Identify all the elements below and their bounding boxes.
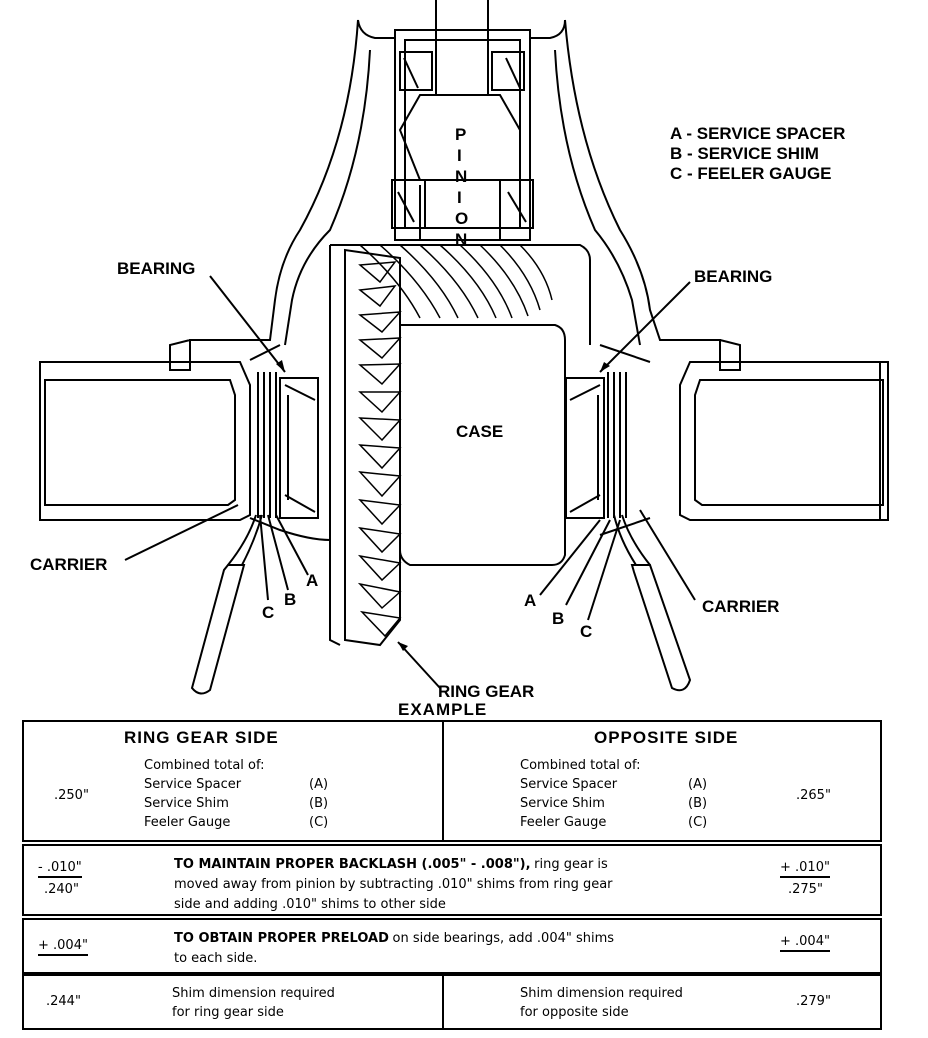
left-axle-tube: [39, 361, 251, 521]
backlash-left-adjust: - .010": [38, 860, 82, 878]
ring-side-code-1: (A): [309, 777, 329, 792]
preload-text-1: on side bearings, add .004" shims: [392, 931, 615, 946]
b-left-label: B: [284, 590, 296, 609]
right-axle-tube: [679, 361, 889, 521]
svg-text:I: I: [457, 188, 462, 207]
svg-text:N: N: [455, 167, 467, 186]
backlash-box: - .010" .240" TO MAINTAIN PROPER BACKLAS…: [22, 844, 882, 916]
shim-table-header-box: RING GEAR SIDE .250" Combined total of: …: [22, 720, 882, 842]
c-left-leader: [259, 514, 269, 601]
c-right-leader: [587, 519, 621, 621]
svg-text:O: O: [455, 209, 468, 228]
ring-side-value: .250": [54, 788, 89, 803]
ring-side-intro: Combined total of:: [144, 758, 265, 773]
opposite-side-code-2: (B): [688, 796, 708, 811]
bearing-left-leader: [209, 275, 286, 373]
pinion-label: P I N I O N: [455, 125, 468, 249]
outer-housing: [169, 19, 741, 371]
legend-a: A - SERVICE SPACER: [670, 124, 845, 143]
svg-text:N: N: [455, 230, 467, 249]
opposite-side-item-1: Service Spacer: [520, 777, 618, 792]
backlash-text-2: moved away from pinion by subtracting .0…: [174, 877, 613, 892]
bearing-left-label: BEARING: [117, 259, 195, 278]
backlash-right-result: .275": [788, 882, 823, 897]
pinion-shaft: [435, 0, 489, 95]
carrier-right-label: CARRIER: [702, 597, 779, 616]
left-feeler-gauge: [227, 514, 263, 566]
svg-text:P: P: [455, 125, 466, 144]
left-side-bearing: [279, 377, 319, 519]
backlash-right-adjust: + .010": [780, 860, 830, 878]
opposite-side-item-2: Service Shim: [520, 796, 605, 811]
b-right-label: B: [552, 609, 564, 628]
example-label: EXAMPLE: [398, 700, 488, 719]
backlash-text-3: side and adding .010" shims to other sid…: [174, 897, 446, 912]
opposite-side-code-1: (A): [688, 777, 708, 792]
a-right-label: A: [524, 591, 536, 610]
svg-text:I: I: [457, 146, 462, 165]
ring-side-code-2: (B): [309, 796, 329, 811]
result-left-text-1: Shim dimension required: [172, 986, 335, 1001]
result-right-text-1: Shim dimension required: [520, 986, 683, 1001]
backlash-caps: TO MAINTAIN PROPER BACKLASH (.005" - .00…: [174, 857, 531, 872]
result-right-text-2: for opposite side: [520, 1005, 629, 1020]
ring-side-item-1: Service Spacer: [144, 777, 242, 792]
opposite-side-value: .265": [796, 788, 831, 803]
b-right-leader: [565, 519, 611, 606]
carrier-right-leader: [639, 509, 696, 601]
ring-gear-side-header: RING GEAR SIDE: [124, 728, 279, 747]
ring-side-item-2: Service Shim: [144, 796, 229, 811]
bearing-right-leader: [599, 281, 691, 373]
right-feeler-gauge: [613, 514, 651, 566]
ring-gear-teeth: [357, 261, 402, 638]
result-box: .244" Shim dimension required for ring g…: [22, 974, 882, 1030]
opposite-side-header: OPPOSITE SIDE: [594, 728, 739, 747]
backlash-left-result: .240": [44, 882, 79, 897]
c-right-label: C: [580, 622, 592, 641]
bearing-right-label: BEARING: [694, 267, 772, 286]
result-left-text-2: for ring gear side: [172, 1005, 284, 1020]
result-left-value: .244": [46, 994, 81, 1009]
differential-case: [399, 324, 566, 566]
result-right-value: .279": [796, 994, 831, 1009]
preload-left-adjust: + .004": [38, 938, 88, 956]
opposite-side-code-3: (C): [688, 815, 708, 830]
opposite-side-intro: Combined total of:: [520, 758, 641, 773]
legend-b: B - SERVICE SHIM: [670, 144, 819, 163]
a-right-leader: [539, 519, 601, 596]
a-left-label: A: [306, 571, 318, 590]
ring-side-code-3: (C): [309, 815, 329, 830]
pinion-gear-teeth: [359, 244, 553, 319]
differential-diagram: A - SERVICE SPACER B - SERVICE SHIM C - …: [30, 0, 889, 701]
preload-box: + .004" TO OBTAIN PROPER PRELOAD on side…: [22, 918, 882, 974]
backlash-text: TO MAINTAIN PROPER BACKLASH (.005" - .00…: [174, 854, 734, 914]
backlash-text-1: ring gear is: [534, 857, 608, 872]
pinion-body: [398, 94, 521, 181]
opposite-side-item-3: Feeler Gauge: [520, 815, 607, 830]
case-label: CASE: [456, 422, 503, 441]
ring-gear: [344, 248, 401, 647]
preload-text-2: to each side.: [174, 951, 258, 966]
preload-right-adjust: + .004": [780, 934, 830, 952]
preload-text: TO OBTAIN PROPER PRELOAD on side bearing…: [174, 928, 734, 968]
carrier-left-label: CARRIER: [30, 555, 107, 574]
ring-gear-leader: [397, 641, 441, 689]
a-left-leader: [275, 514, 309, 576]
b-left-leader: [267, 514, 289, 591]
preload-caps: TO OBTAIN PROPER PRELOAD: [174, 931, 389, 946]
legend-c: C - FEELER GAUGE: [670, 164, 832, 183]
carrier-left-leader: [124, 504, 239, 561]
ring-side-item-3: Feeler Gauge: [144, 815, 231, 830]
c-left-label: C: [262, 603, 274, 622]
ring-gear-label: RING GEAR: [438, 682, 534, 701]
